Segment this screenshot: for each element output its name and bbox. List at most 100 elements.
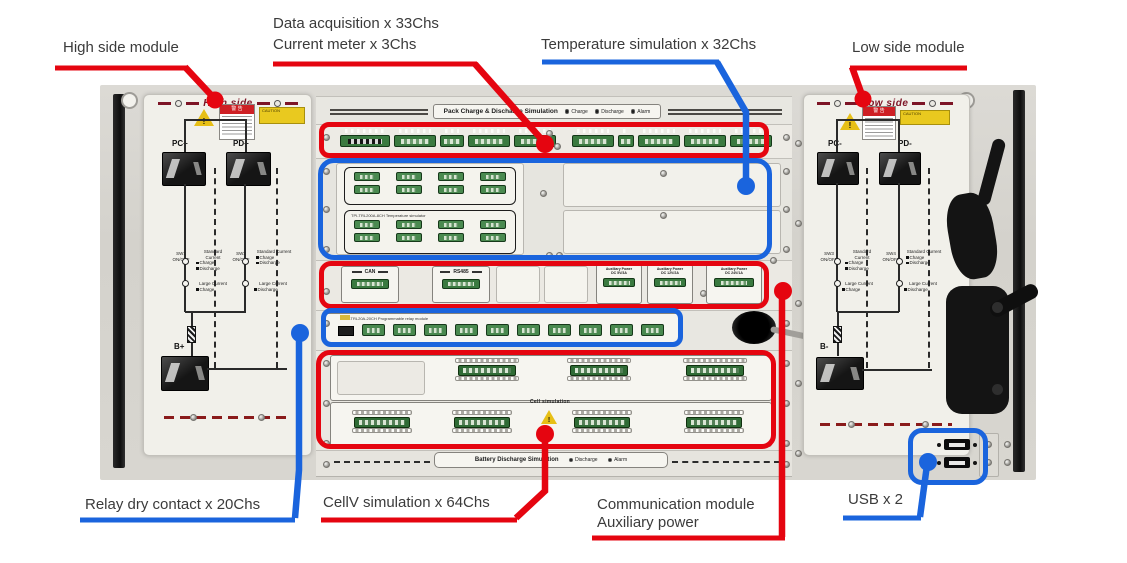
- switch-contact-icon: [834, 258, 841, 265]
- switch-contact-icon: [896, 280, 903, 287]
- discharge-led: Discharge: [568, 457, 598, 463]
- callout-temperature-simulation: Temperature simulation x 32Chs: [541, 36, 757, 53]
- high-side-module-panel: [143, 94, 312, 456]
- circuit-line: [207, 368, 287, 370]
- data-acquisition-connectors-right: [572, 129, 772, 147]
- cell-terminal-strip: [570, 365, 628, 376]
- terminal-connector: [468, 129, 510, 147]
- temperature-module-header: TPI-TRL200A-8CH Temperature simulator: [351, 213, 426, 218]
- terminal-connector: [684, 129, 726, 147]
- temperature-connector: [480, 172, 506, 181]
- callout-data-acquisition-line1: Data acquisition x 33Chs: [273, 15, 439, 32]
- discharge-led-label: Discharge: [601, 108, 624, 115]
- caution-label: CAUTION: [900, 110, 950, 125]
- led-dot-icon: [568, 457, 574, 463]
- callout-current-meter-line2: Current meter x 3Chs: [273, 36, 417, 53]
- aux-power-connector: [714, 278, 754, 288]
- usb-port[interactable]: [944, 457, 970, 468]
- circuit-line: [898, 183, 900, 312]
- power-connector-block: [816, 357, 864, 390]
- temperature-connector: [396, 185, 422, 194]
- temperature-connector: [396, 172, 422, 181]
- callout-communication-module: Communication module Auxiliary power: [597, 496, 755, 532]
- screw: [323, 246, 330, 253]
- warning-text-lines: [222, 116, 252, 137]
- terminal-connector: [730, 129, 772, 147]
- circuit-line: [184, 119, 186, 152]
- cell-terminal-strip: [574, 417, 630, 428]
- indicator-dot-row: [452, 428, 512, 433]
- alarm-led-label: Alarm: [637, 108, 651, 115]
- aux-power-connector: [654, 278, 686, 288]
- alarm-led: Alarm: [607, 457, 628, 463]
- alarm-led-label: Alarm: [614, 457, 628, 463]
- screw: [783, 440, 790, 447]
- cell-terminal-strip: [454, 417, 510, 428]
- usb-port[interactable]: [944, 439, 970, 450]
- terminal-connector: [440, 129, 464, 147]
- circuit-line: [837, 119, 899, 121]
- aux-power-rating: DC 5V/3A: [611, 271, 627, 276]
- aux-power-rating: DC 12V/2A: [661, 271, 679, 276]
- screw-icon: [929, 99, 937, 107]
- relay-connectors: [338, 324, 664, 336]
- temperature-connector: [480, 233, 506, 242]
- title-dash: [186, 101, 200, 105]
- callout-high-side-module: High side module: [63, 39, 179, 56]
- screw: [770, 257, 777, 264]
- screw: [783, 168, 790, 175]
- screw: [323, 440, 330, 447]
- pc-plus-label: PC+: [172, 139, 188, 148]
- title-dash: [158, 101, 172, 105]
- screw-icon: [273, 99, 281, 107]
- rs485-connector: [442, 279, 480, 289]
- can-plate: CAN: [341, 266, 399, 303]
- circuit-line: [837, 313, 839, 326]
- panel-line: [330, 109, 428, 115]
- cell-sim-group: [684, 410, 744, 435]
- circuit-line: [898, 119, 900, 152]
- indicator-dot-row: [684, 410, 744, 415]
- high-side-title: High side: [203, 97, 253, 109]
- warning-mark: !: [202, 117, 206, 126]
- screw: [323, 360, 330, 367]
- handle-bolt-icon: [992, 302, 1003, 313]
- screw: [556, 252, 563, 259]
- low-side-title-bar: Low side: [815, 97, 955, 109]
- screw: [554, 143, 561, 150]
- temperature-subpanel-2: TPI-TRL200A-8CH Temperature simulator: [344, 210, 516, 254]
- data-acquisition-connectors-left: [340, 129, 556, 147]
- aux-power-label: Auxiliary Power: [720, 267, 748, 271]
- screw: [1004, 459, 1011, 466]
- charge-led-label: Charge: [571, 108, 588, 115]
- cell-terminal-strip: [458, 365, 516, 376]
- circuit-dashed-line: [214, 168, 216, 368]
- high-side-title-bar: High side: [158, 97, 298, 109]
- temperature-connector: [480, 220, 506, 229]
- warning-mark: !: [848, 121, 852, 130]
- screw: [258, 414, 265, 421]
- screw: [700, 290, 707, 297]
- cell-sim-group: [683, 358, 747, 383]
- switch-contact-icon: [242, 280, 249, 287]
- indicator-dot-icon: [937, 443, 941, 447]
- can-label: CAN: [352, 269, 389, 275]
- relay-connector: [548, 324, 571, 336]
- indicator-dot-row: [452, 410, 512, 415]
- screw: [795, 450, 802, 457]
- cell-sim-group: [452, 410, 512, 435]
- circuit-line: [185, 311, 246, 313]
- screw-icon: [833, 99, 841, 107]
- screw: [190, 414, 197, 421]
- screw: [795, 220, 802, 227]
- callout-low-side-module: Low side module: [852, 39, 965, 56]
- led-dot-icon: [564, 109, 570, 114]
- indicator-dot-icon: [973, 461, 977, 465]
- power-connector-block: [817, 152, 859, 185]
- terminal-connector: [340, 129, 390, 147]
- blank-panel: [563, 210, 781, 254]
- panel-bottom-trim: [164, 416, 290, 419]
